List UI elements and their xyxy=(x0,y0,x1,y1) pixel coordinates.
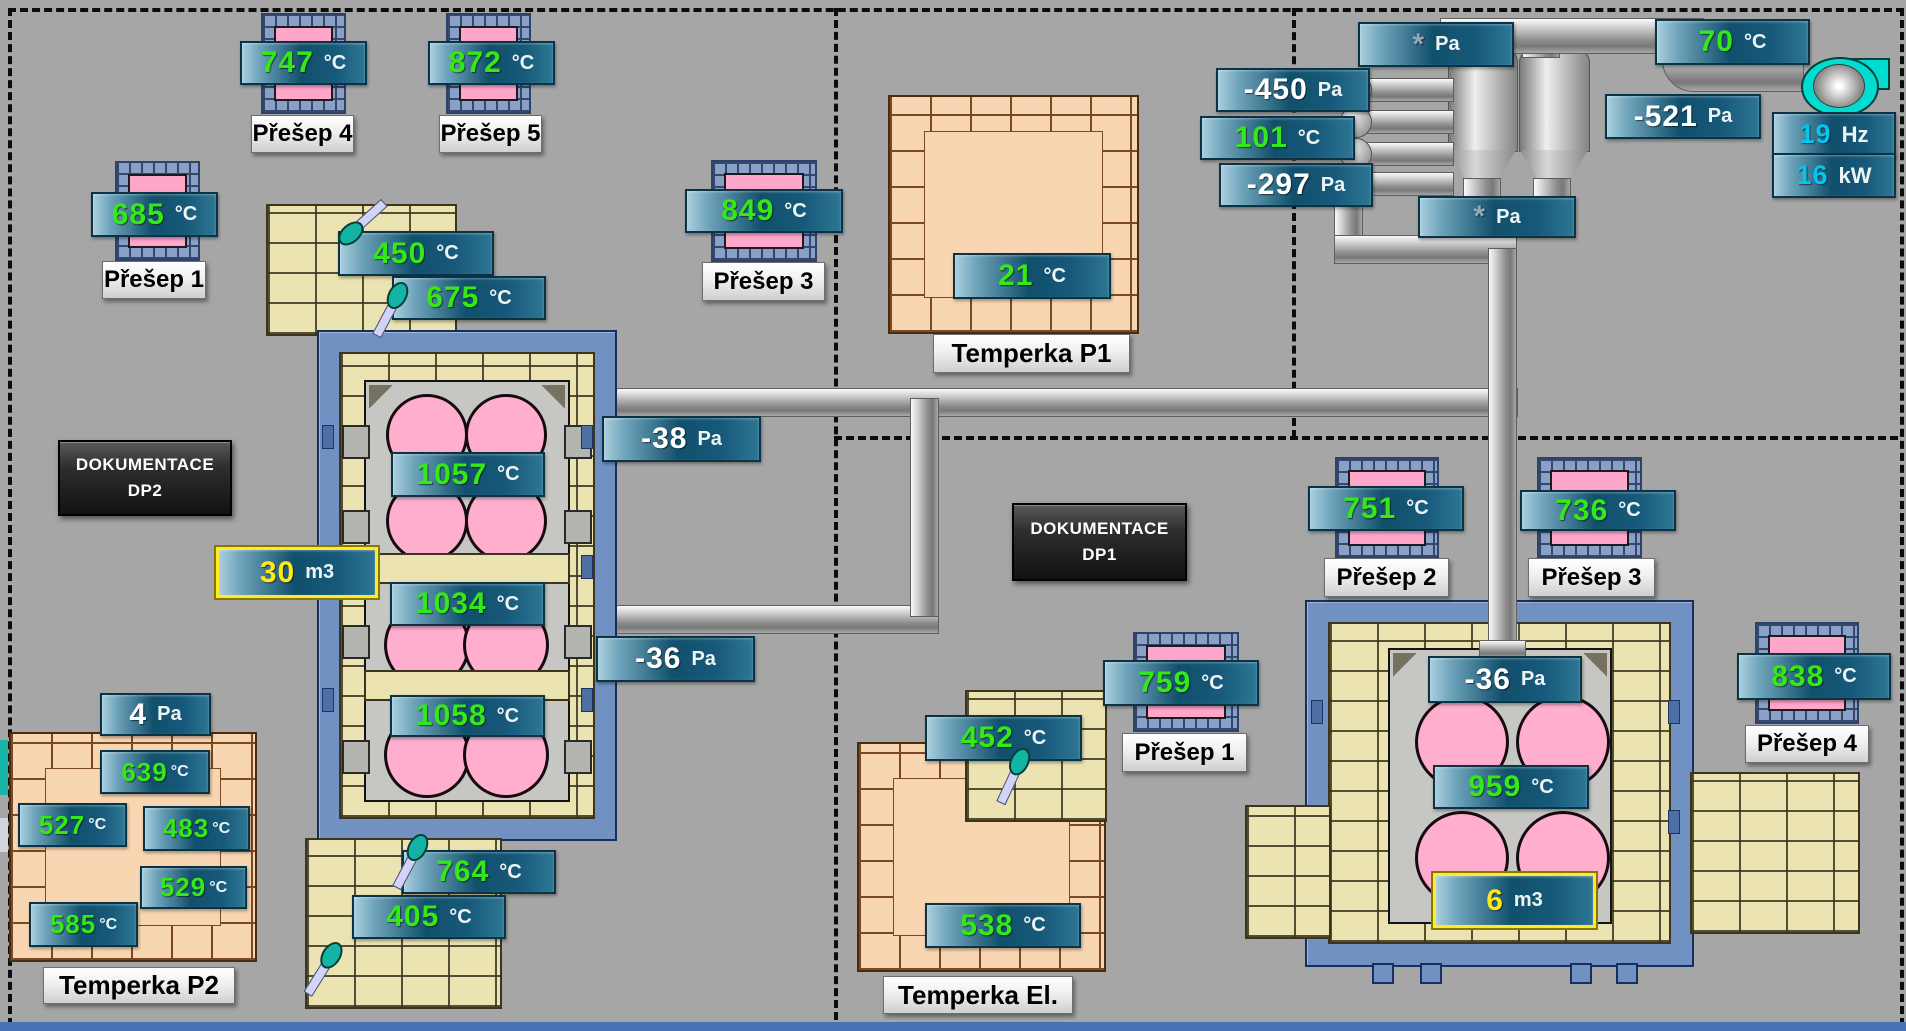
duct-temp-display-101: 101°C xyxy=(1200,116,1355,160)
presep1-left-temp-display: 685°C xyxy=(91,192,218,237)
frame-anchor xyxy=(322,425,334,449)
presep4-right-label: Přešep 4 xyxy=(1745,725,1869,763)
exchanger-drum xyxy=(1519,50,1590,152)
frame-anchor xyxy=(581,555,593,579)
furnace-foot xyxy=(1616,963,1638,984)
bottom-stack-temp-display-405: 405°C xyxy=(352,895,506,939)
temperka-p1-label: Temperka P1 xyxy=(933,334,1130,373)
presep1-right-temp-display: 759°C xyxy=(1103,660,1259,706)
frame-anchor xyxy=(581,425,593,449)
presep1-right-label: Přešep 1 xyxy=(1122,733,1247,772)
presep2-right-temp-display: 751°C xyxy=(1308,486,1464,531)
presep3-left-label: Přešep 3 xyxy=(702,262,825,301)
furnace-foot xyxy=(1372,963,1394,984)
sensor-452-temp-display: 452°C xyxy=(925,715,1082,761)
burner-port xyxy=(342,425,370,459)
section-divider-horizontal xyxy=(834,436,1898,440)
burner-port xyxy=(564,625,592,659)
right-furnace-inlet-pipe xyxy=(1488,248,1517,662)
stack-temp-display-450: 450°C xyxy=(338,231,494,276)
presep5-left-label: Přešep 5 xyxy=(439,115,542,153)
burner-port xyxy=(342,740,370,774)
frame-anchor xyxy=(322,688,334,712)
brick-pile-right xyxy=(1690,772,1860,934)
presep5-left-temp-display: 872°C xyxy=(428,41,555,85)
downpipe-jog xyxy=(1334,235,1517,264)
temperka-p2-label: Temperka P2 xyxy=(43,967,235,1004)
temperka-p2-temp-display: 483°C xyxy=(143,806,250,851)
bottom-stack-temp-display-764: 764°C xyxy=(402,850,556,894)
temperka-el-label: Temperka El. xyxy=(883,976,1073,1014)
temperka-p2-temp-display: 639°C xyxy=(100,750,210,794)
frame-anchor xyxy=(581,688,593,712)
furnace-foot xyxy=(1420,963,1442,984)
presep3-right-label: Přešep 3 xyxy=(1528,558,1655,597)
exchanger-drum xyxy=(1448,50,1518,152)
burner-port xyxy=(564,510,592,544)
chamber2-temp-display: 1034°C xyxy=(390,582,545,626)
presep4-right-temp-display: 838°C xyxy=(1737,653,1891,700)
chamber1-temp-display: 1057°C xyxy=(391,452,545,497)
filter-pressure-top-display: *Pa xyxy=(1358,22,1514,67)
fan-hub-icon xyxy=(1813,64,1865,108)
temperka-p1-temp-display: 21°C xyxy=(953,253,1111,299)
presep2-right-label: Přešep 2 xyxy=(1324,558,1449,597)
temperka-p2-temp-display: 527°C xyxy=(18,803,127,847)
frame-anchor xyxy=(1668,810,1680,834)
filter-pressure-bottom-display: *Pa xyxy=(1418,196,1576,238)
frame-anchor xyxy=(1311,700,1323,724)
edge-artifact xyxy=(0,818,8,852)
section-divider-vertical-left xyxy=(834,8,838,1020)
frame-anchor xyxy=(1668,700,1680,724)
presep3-right-temp-display: 736°C xyxy=(1520,490,1676,531)
burner-port xyxy=(564,740,592,774)
section-divider-vertical-right xyxy=(1292,8,1296,438)
bottom-strip xyxy=(0,1022,1906,1031)
right-furnace-temp-display: 959°C xyxy=(1433,765,1589,809)
chamber3-temp-display: 1058°C xyxy=(390,695,545,737)
presep3-left-temp-display: 849°C xyxy=(685,189,843,233)
temperka-p2-temp-display: 529°C xyxy=(140,866,247,909)
main-flue-pipe xyxy=(607,388,1518,417)
temperka-p2-temp-display: 585°C xyxy=(29,902,138,947)
presep4-left-temp-display: 747°C xyxy=(240,41,367,85)
brick-step-left xyxy=(1245,805,1331,939)
burner-port xyxy=(342,510,370,544)
edge-artifact xyxy=(0,740,8,795)
presep1-left-label: Přešep 1 xyxy=(102,261,206,299)
stack-temp-display-675: 675°C xyxy=(392,276,546,320)
flue-riser-pipe xyxy=(910,398,939,617)
lower-flue-pipe xyxy=(607,605,939,634)
presep4-left-label: Přešep 4 xyxy=(251,115,354,153)
burner-port xyxy=(342,625,370,659)
furnace-foot xyxy=(1570,963,1592,984)
temperka-el-temp-display: 538°C xyxy=(925,903,1081,948)
furnace-shelf xyxy=(364,553,570,584)
outlet-temp-display-70: 70°C xyxy=(1655,19,1810,65)
